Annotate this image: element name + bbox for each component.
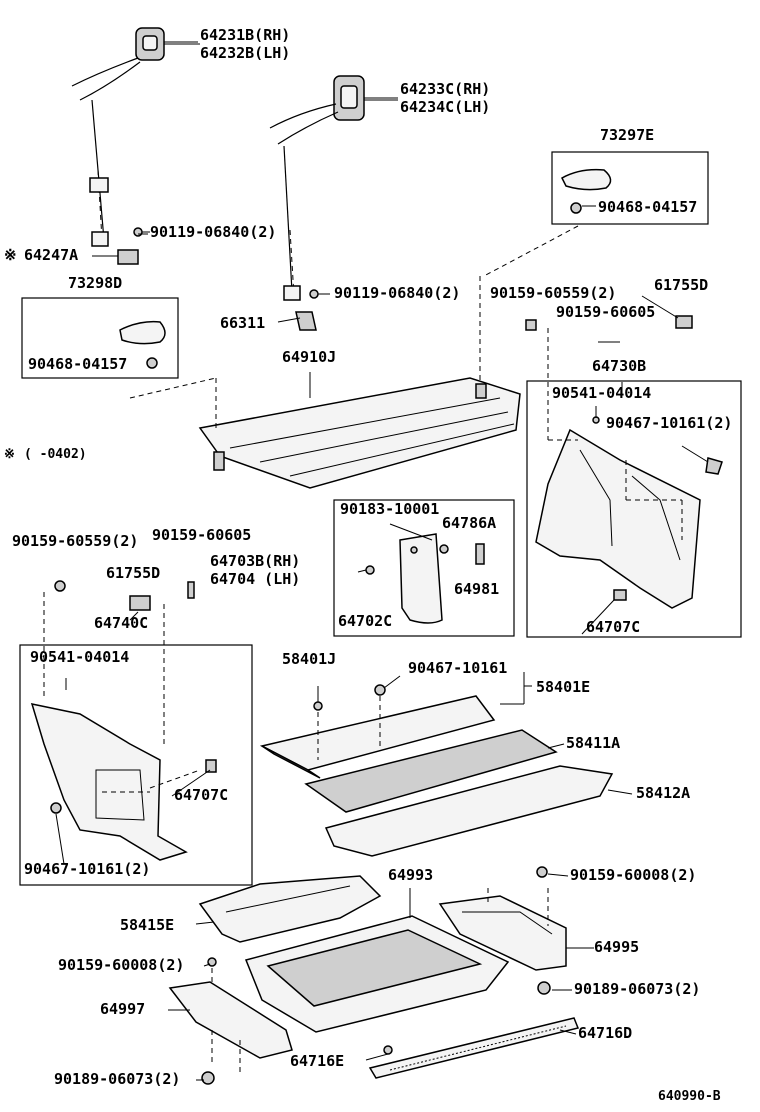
label-64702c: 64702C bbox=[338, 612, 392, 630]
bracket-66311 bbox=[295, 311, 317, 331]
label-64740c: 64740C bbox=[94, 614, 148, 632]
box-73297e bbox=[551, 151, 709, 225]
clip-64247a bbox=[117, 249, 139, 265]
label-58401j: 58401J bbox=[282, 650, 336, 668]
label-58401e: 58401E bbox=[536, 678, 590, 696]
box-64997 bbox=[168, 981, 293, 1059]
box-64703b bbox=[333, 499, 515, 637]
box-58415e bbox=[198, 875, 382, 943]
label-64703b: 64703B(RH) bbox=[210, 552, 300, 570]
label-64997: 64997 bbox=[100, 1000, 145, 1018]
label-64993: 64993 bbox=[388, 866, 433, 884]
strap-left-top bbox=[71, 57, 139, 87]
label-64234c: 64234C(LH) bbox=[400, 98, 490, 116]
box-64740c bbox=[19, 644, 253, 886]
label-90159-60559-l: 90159-60559(2) bbox=[12, 532, 138, 550]
note-marker-1: ※ bbox=[4, 246, 17, 264]
cap-73297e bbox=[561, 168, 612, 191]
hook-64233c bbox=[333, 75, 398, 121]
box-64730b bbox=[526, 380, 742, 638]
floor-board-58411a bbox=[304, 729, 558, 813]
box-64995 bbox=[438, 895, 567, 971]
floor-board-58412a bbox=[324, 765, 614, 857]
label-64730b: 64730B bbox=[592, 357, 646, 375]
label-64707c-r: 64707C bbox=[586, 618, 640, 636]
label-58411a: 58411A bbox=[566, 734, 620, 752]
trim-panel-left bbox=[30, 703, 188, 861]
label-90468-top: 90468-04157 bbox=[598, 198, 697, 216]
clip-61755d-left bbox=[129, 595, 151, 611]
box-73298d bbox=[21, 297, 179, 379]
label-90468-left: 90468-04157 bbox=[28, 355, 127, 373]
label-90541-l: 90541-04014 bbox=[30, 648, 129, 666]
figure-code: 640990-B bbox=[658, 1089, 721, 1104]
label-64981: 64981 bbox=[454, 580, 499, 598]
label-90189-r: 90189-06073(2) bbox=[574, 980, 700, 998]
label-90159-60605-r: 90159-60605 bbox=[556, 303, 655, 321]
note-text: ( -0402) bbox=[24, 447, 87, 462]
label-90159-60605-l: 90159-60605 bbox=[152, 526, 251, 544]
lid-64702c bbox=[399, 533, 443, 624]
cap-73298d bbox=[119, 320, 166, 345]
label-73297e: 73297E bbox=[600, 126, 654, 144]
label-90467-c: 90467-10161 bbox=[408, 659, 507, 677]
label-64232b: 64232B(LH) bbox=[200, 44, 290, 62]
label-64716d: 64716D bbox=[578, 1024, 632, 1042]
label-90119-b: 90119-06840(2) bbox=[334, 284, 460, 302]
strap-middle-vertical bbox=[283, 145, 293, 293]
rail-64716d bbox=[368, 1017, 580, 1079]
tonneau-cover-64910j bbox=[198, 377, 521, 489]
label-64995: 64995 bbox=[594, 938, 639, 956]
label-66311: 66311 bbox=[220, 314, 265, 332]
label-90467-r: 90467-10161(2) bbox=[606, 414, 732, 432]
label-58412a: 58412A bbox=[636, 784, 690, 802]
label-90467-l: 90467-10161(2) bbox=[24, 860, 150, 878]
label-90183: 90183-10001 bbox=[340, 500, 439, 518]
label-64231b: 64231B(RH) bbox=[200, 26, 290, 44]
label-90189-l: 90189-06073(2) bbox=[54, 1070, 180, 1088]
floor-board-58401e bbox=[259, 695, 496, 779]
label-90541-r: 90541-04014 bbox=[552, 384, 651, 402]
label-73298d: 73298D bbox=[68, 274, 122, 292]
label-90159-60008-l: 90159-60008(2) bbox=[58, 956, 184, 974]
label-90159-60559-r: 90159-60559(2) bbox=[490, 284, 616, 302]
label-61755d-r: 61755D bbox=[654, 276, 708, 294]
strap-left-top-2 bbox=[79, 61, 141, 101]
label-64704: 64704 (LH) bbox=[210, 570, 300, 588]
label-90119-a: 90119-06840(2) bbox=[150, 223, 276, 241]
label-64910j: 64910J bbox=[282, 348, 336, 366]
label-61755d-l: 61755D bbox=[106, 564, 160, 582]
label-64716e: 64716E bbox=[290, 1052, 344, 1070]
label-64247a: 64247A bbox=[24, 246, 78, 264]
note-marker-2: ※ bbox=[4, 447, 15, 462]
screw-90119-a bbox=[133, 227, 143, 237]
trim-panel-right bbox=[535, 428, 701, 609]
label-58415e: 58415E bbox=[120, 916, 174, 934]
label-90159-60008-r: 90159-60008(2) bbox=[570, 866, 696, 884]
hook-64231b bbox=[135, 27, 200, 61]
label-64786a: 64786A bbox=[442, 514, 496, 532]
label-64233c: 64233C(RH) bbox=[400, 80, 490, 98]
label-64707c-l: 64707C bbox=[174, 786, 228, 804]
